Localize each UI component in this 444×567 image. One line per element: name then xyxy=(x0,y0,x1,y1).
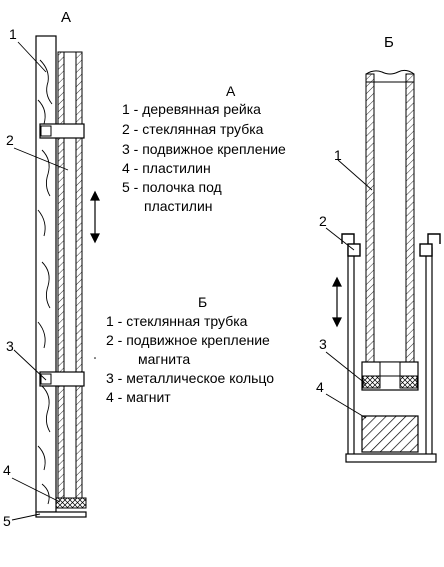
legend-b-item-3: 3 - металлическое кольцо xyxy=(106,370,275,386)
leader-b-1 xyxy=(337,159,373,191)
movable-clamp-lower xyxy=(39,371,85,387)
legend-a-item-5: 5 - полочка под xyxy=(122,179,222,195)
panel-b-title: Б xyxy=(384,34,394,51)
legend-b-heading: Б xyxy=(198,294,208,310)
double-arrow-a xyxy=(90,190,100,244)
legend-a-heading: А xyxy=(226,83,236,99)
legend-a-item-5-cont: пластилин xyxy=(144,198,213,214)
callout-b-3: 3 xyxy=(319,336,327,352)
callout-b-1: 1 xyxy=(334,147,342,163)
panel-b xyxy=(325,69,441,463)
panel-a-title: А xyxy=(61,9,72,26)
plasticine-shelf xyxy=(35,511,87,518)
metal-ring xyxy=(361,361,419,391)
callout-a-2: 2 xyxy=(6,132,14,148)
leader-a-4 xyxy=(11,477,61,503)
legend-b-item-4: 4 - магнит xyxy=(106,389,171,405)
leader-a-5 xyxy=(11,513,41,521)
leader-a-2 xyxy=(13,147,69,171)
leader-b-3 xyxy=(325,351,367,385)
wooden-lath xyxy=(35,35,57,513)
leader-a-3 xyxy=(13,349,47,381)
plasticine xyxy=(55,497,87,509)
callout-a-1: 1 xyxy=(9,26,17,42)
legend-a-item-4: 4 - пластилин xyxy=(122,160,211,176)
legend-a-item-1: 1 - деревянная рейка xyxy=(122,101,261,117)
leader-b-2 xyxy=(325,227,355,251)
legend-a-item-2: 2 - стеклянная трубка xyxy=(122,121,264,137)
callout-a-3: 3 xyxy=(6,338,14,354)
legend-b-item-2-cont: магнита xyxy=(138,351,191,367)
callout-b-4: 4 xyxy=(316,379,324,395)
movable-clamp-upper xyxy=(39,123,85,139)
magnet-mount-hooks xyxy=(341,233,441,257)
leader-b-4 xyxy=(325,393,367,419)
glass-tube-b xyxy=(365,69,415,385)
magnet xyxy=(361,415,419,453)
legend-b-item-2: 2 - подвижное крепление xyxy=(106,332,270,348)
callout-a-4: 4 xyxy=(3,462,11,478)
legend-b-item-1: 1 - стеклянная трубка xyxy=(106,313,248,329)
stray-mark xyxy=(94,357,96,359)
glass-tube-a xyxy=(57,51,83,499)
leader-a-1 xyxy=(17,41,47,73)
double-arrow-b xyxy=(332,276,342,328)
panel-a xyxy=(11,35,100,521)
callout-a-5: 5 xyxy=(3,513,11,529)
callout-b-2: 2 xyxy=(319,213,327,229)
legend-a-item-3: 3 - подвижное крепление xyxy=(122,141,286,157)
